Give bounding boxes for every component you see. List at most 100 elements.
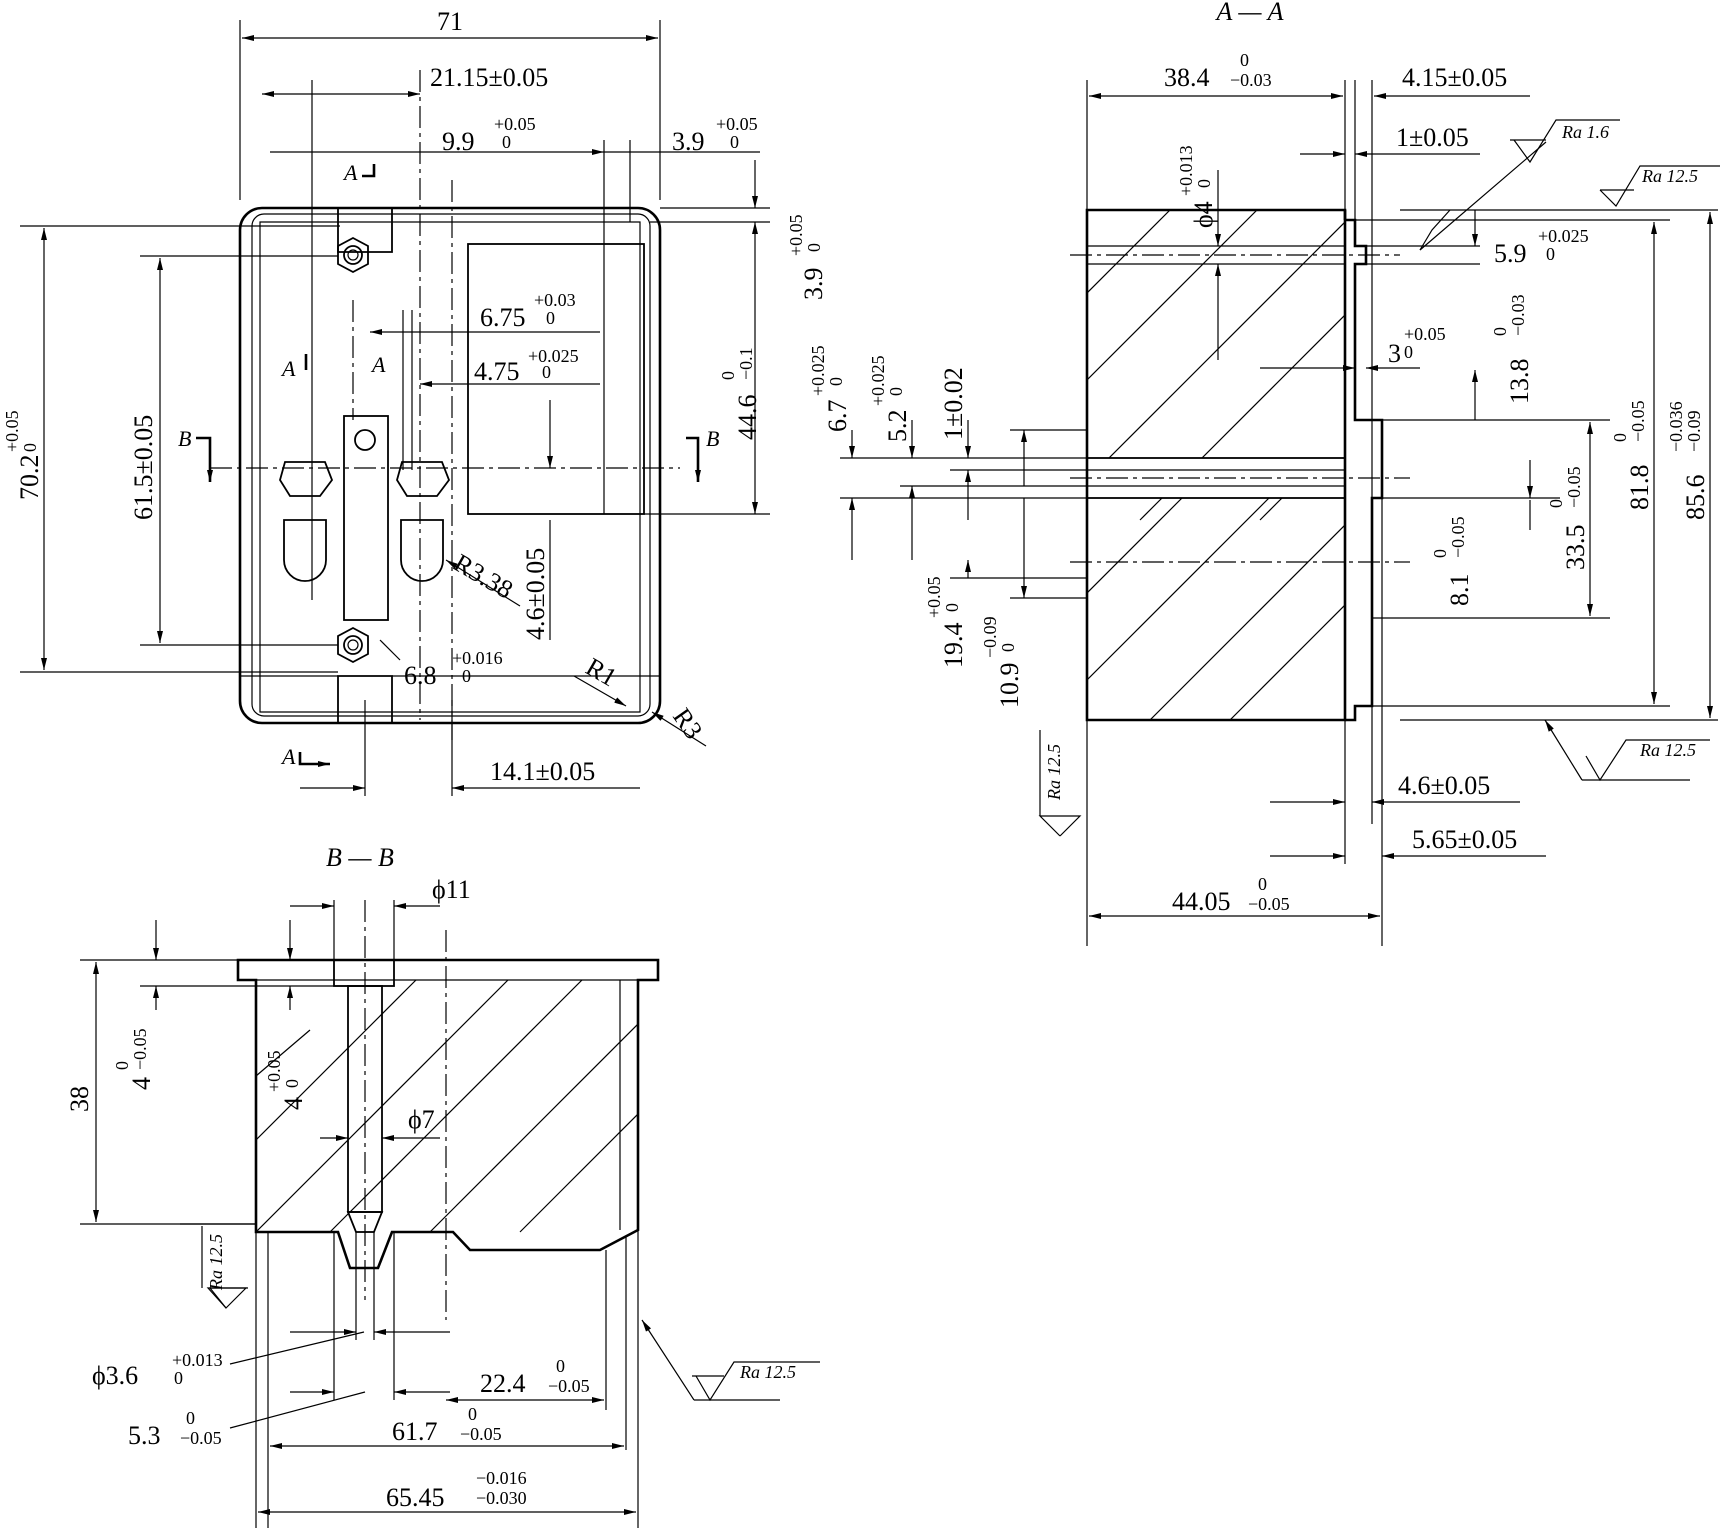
svg-text:+0.025: +0.025 — [1538, 226, 1589, 246]
svg-text:−0.05: −0.05 — [548, 1376, 590, 1396]
svg-text:0: 0 — [998, 643, 1018, 652]
svg-text:0: 0 — [1546, 244, 1555, 264]
svg-text:0: 0 — [542, 362, 551, 382]
svg-text:+0.05: +0.05 — [1404, 324, 1446, 344]
roughness-symbol-ra125-aa-right: Ra 12.5 — [1544, 719, 1710, 782]
svg-text:0: 0 — [1490, 327, 1510, 336]
roughness-symbol-ra125-bb-left: Ra 12.5 — [180, 1223, 256, 1309]
dim-plan-d1: 21.15±0.05 — [430, 63, 548, 92]
svg-text:13.8: 13.8 — [1505, 359, 1534, 405]
svg-text:ϕ4: ϕ4 — [1189, 201, 1218, 228]
svg-text:0: 0 — [186, 1408, 195, 1428]
section-mark-a-right: A — [370, 352, 386, 377]
dim-bb-d7: 5.3 — [128, 1421, 161, 1450]
svg-text:0: 0 — [804, 243, 824, 252]
svg-text:−0.036: −0.036 — [1666, 401, 1686, 452]
svg-text:0: 0 — [174, 1368, 183, 1388]
svg-text:1±0.02: 1±0.02 — [939, 367, 968, 440]
svg-text:+0.05: +0.05 — [716, 114, 758, 134]
dim-aa-d3: 1±0.05 — [1396, 123, 1469, 152]
dim-bb-d2: 38 — [65, 1086, 94, 1112]
svg-text:+0.013: +0.013 — [1176, 145, 1196, 196]
svg-text:4.6±0.05: 4.6±0.05 — [521, 548, 550, 640]
dim-plan-d2: 9.9 — [442, 127, 475, 156]
svg-text:−0.05: −0.05 — [180, 1428, 222, 1448]
hex-nut-top — [337, 236, 369, 274]
dim-aa-d11: 81.8 0 −0.05 — [1610, 400, 1654, 510]
aa-hatch-top — [1087, 210, 1345, 458]
dim-aa-d1: 38.4 — [1164, 63, 1210, 92]
svg-text:Ra 1.6: Ra 1.6 — [1561, 122, 1609, 142]
svg-text:0: 0 — [1546, 499, 1566, 508]
svg-text:Ra 12.5: Ra 12.5 — [739, 1362, 796, 1382]
svg-text:19.4: 19.4 — [939, 623, 968, 669]
svg-text:Ra 12.5: Ra 12.5 — [206, 1234, 226, 1291]
svg-text:4: 4 — [127, 1077, 156, 1090]
section-bb: B — B ϕ11 38 — [65, 843, 820, 1528]
aa-hatch-bottom — [1087, 498, 1345, 720]
title-section-aa: A — A — [1215, 0, 1284, 26]
dim-bb-d3: 4 0 −0.05 — [112, 1028, 156, 1090]
dim-plan-width: 71 — [437, 7, 463, 36]
svg-text:+0.05: +0.05 — [924, 576, 944, 618]
dim-aa-d19: 44.05 — [1172, 887, 1231, 916]
dim-aa-d16: 10.9 −0.09 0 — [980, 616, 1024, 708]
dim-aa-d10: 1±0.02 — [939, 367, 968, 440]
dim-aa-d17: 4.6±0.05 — [1398, 771, 1490, 800]
section-mark-b-left: B — [178, 426, 191, 451]
pocket-left-top — [279, 461, 334, 497]
svg-text:Ra 12.5: Ra 12.5 — [1641, 166, 1698, 186]
dim-bb-d1: ϕ11 — [432, 875, 471, 904]
dim-bb-d9: 61.7 — [392, 1417, 438, 1446]
plan-view: 71 21.15±0.05 9.9 +0.05 0 3.9 +0.05 0 3.… — [2, 7, 828, 796]
svg-text:0: 0 — [718, 371, 738, 380]
dim-aa-d18: 5.65±0.05 — [1412, 825, 1517, 854]
title-section-bb: B — B — [326, 843, 394, 872]
svg-text:0: 0 — [112, 1061, 132, 1070]
svg-text:0: 0 — [1610, 433, 1630, 442]
svg-text:4: 4 — [279, 1097, 308, 1110]
svg-text:+0.025: +0.025 — [808, 345, 828, 396]
svg-text:6.7: 6.7 — [823, 400, 852, 433]
dim-bb-d4: 4 +0.05 0 — [264, 1050, 308, 1110]
svg-text:0: 0 — [546, 308, 555, 328]
svg-text:0: 0 — [886, 387, 906, 396]
dim-aa-d13: 33.5 0 −0.05 — [1546, 466, 1590, 570]
pocket-left-bottom — [283, 519, 327, 582]
svg-text:0: 0 — [1404, 342, 1413, 362]
dim-bb-d8: 22.4 — [480, 1369, 526, 1398]
dim-bb-d5: ϕ7 — [408, 1105, 435, 1134]
svg-text:0: 0 — [556, 1356, 565, 1376]
svg-text:+0.025: +0.025 — [868, 355, 888, 406]
dim-plan-d10: 4.6±0.05 — [521, 548, 550, 640]
svg-text:−0.05: −0.05 — [130, 1028, 150, 1070]
svg-text:3.9: 3.9 — [799, 268, 828, 301]
svg-text:0: 0 — [730, 132, 739, 152]
svg-text:0: 0 — [282, 1079, 302, 1088]
svg-text:Ra 12.5: Ra 12.5 — [1639, 740, 1696, 760]
svg-text:−0.09: −0.09 — [1684, 410, 1704, 452]
section-mark-a-left: A — [280, 356, 296, 381]
svg-text:0: 0 — [1194, 179, 1214, 188]
svg-text:38: 38 — [65, 1086, 94, 1112]
plate-step — [259, 221, 641, 713]
svg-text:−0.05: −0.05 — [460, 1424, 502, 1444]
dim-plan-d12: 6.8 — [404, 661, 437, 690]
dim-plan-d13: R1 — [581, 652, 622, 692]
svg-text:0: 0 — [826, 377, 846, 386]
dim-plan-d6: 4.75 — [474, 357, 520, 386]
svg-text:−0.03: −0.03 — [1508, 294, 1528, 336]
dim-aa-d9: 5.2 +0.025 0 — [868, 355, 912, 442]
roughness-symbol-ra125-aa-top: Ra 12.5 — [1419, 165, 1720, 251]
svg-text:0: 0 — [462, 666, 471, 686]
central-slot — [343, 415, 389, 621]
svg-text:+0.025: +0.025 — [528, 346, 579, 366]
dim-plan-d15: 14.1±0.05 — [490, 757, 595, 786]
dim-bb-d10: 65.45 — [386, 1483, 445, 1512]
hex-nut-bottom — [337, 626, 369, 664]
svg-text:−0.05: −0.05 — [1448, 516, 1468, 558]
plate-inner-outline — [251, 213, 651, 717]
bb-hatch — [256, 980, 638, 1233]
svg-text:70.2: 70.2 — [15, 455, 44, 501]
